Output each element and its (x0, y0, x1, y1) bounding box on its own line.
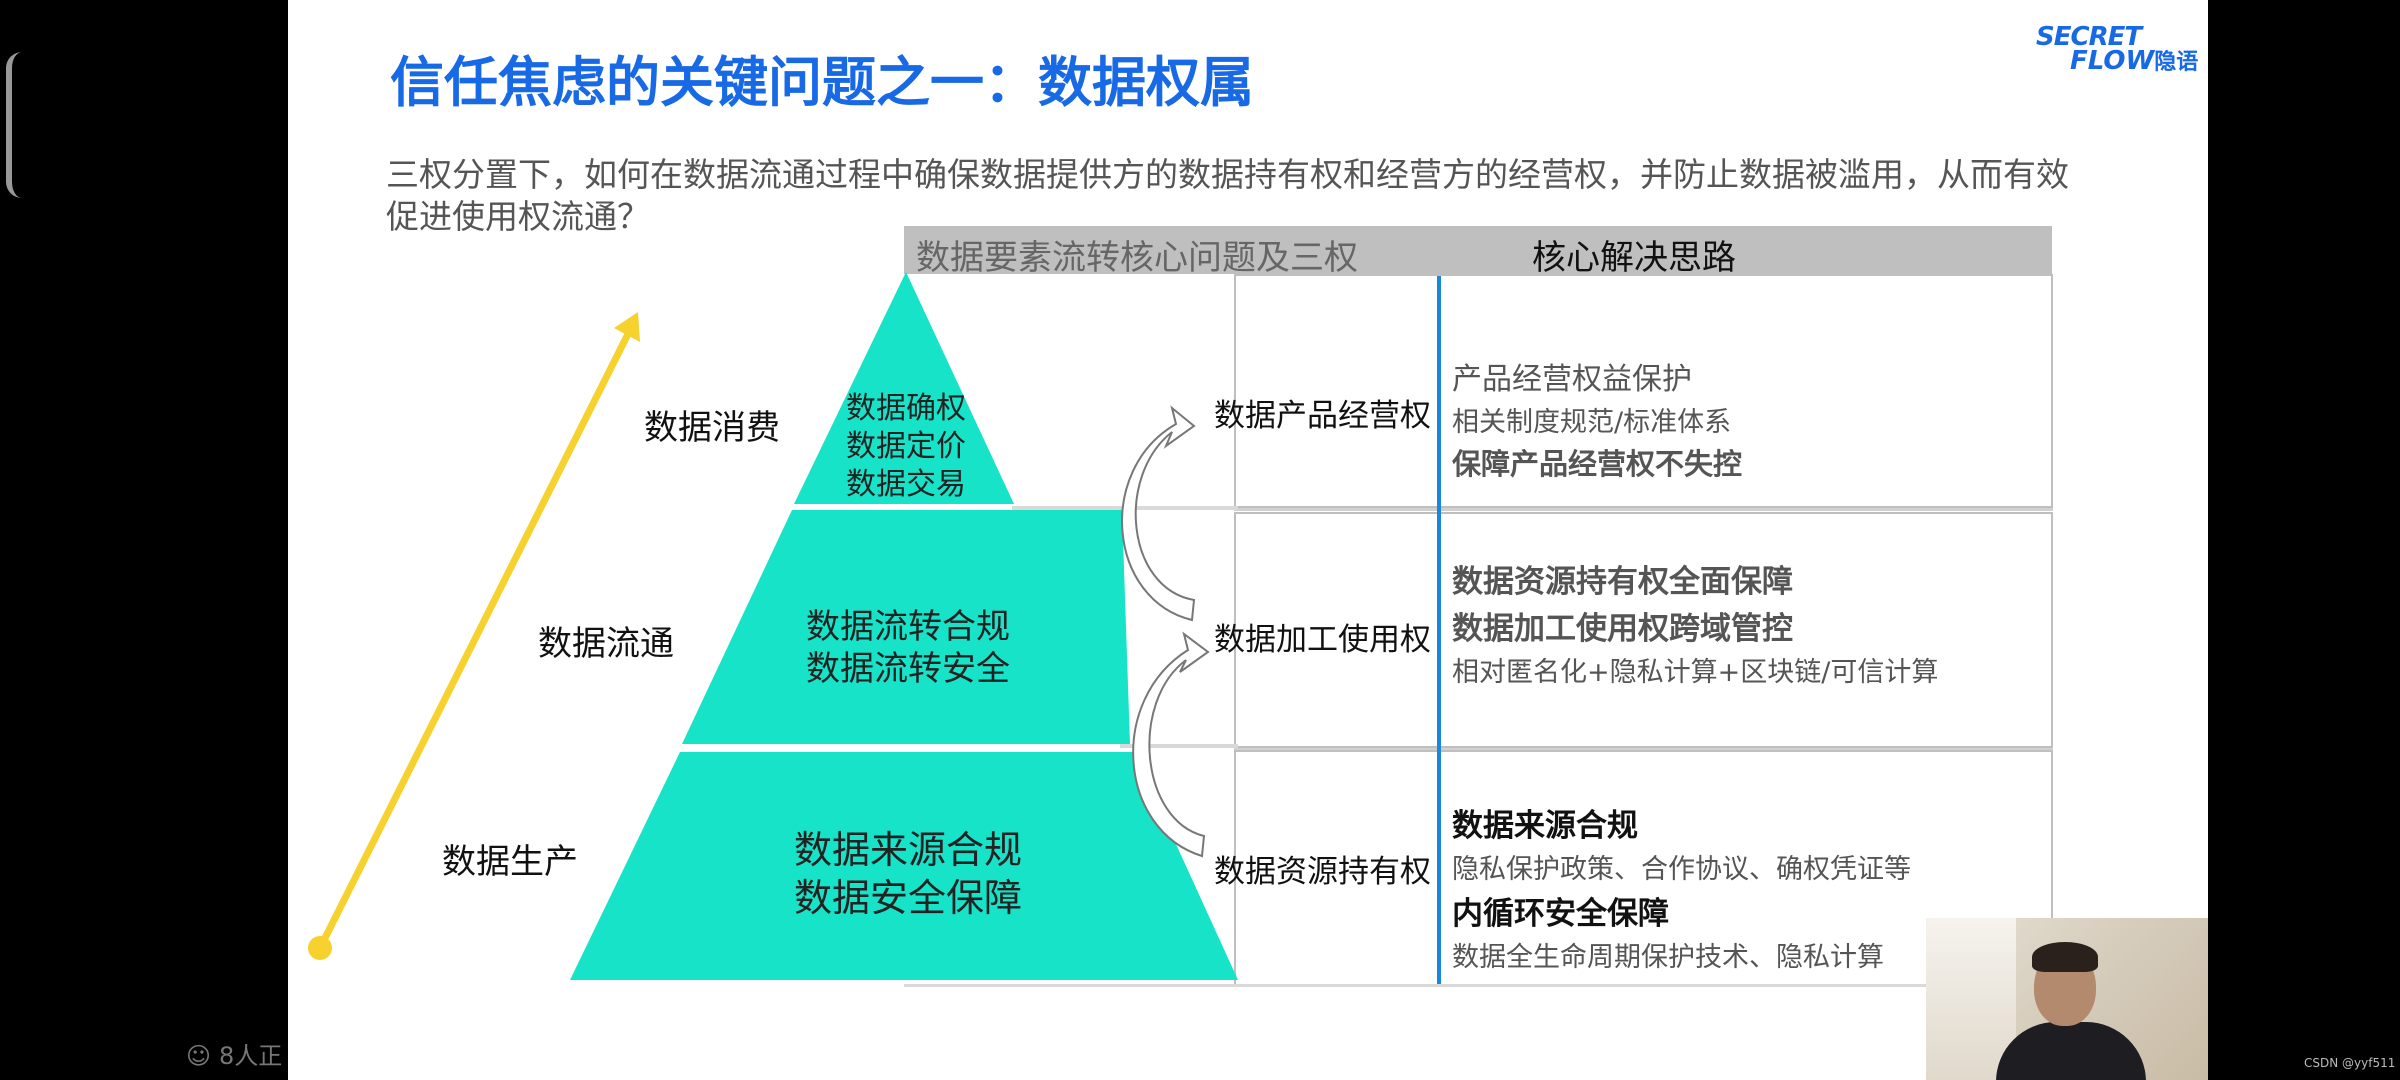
slide-title: 信任焦虑的关键问题之一：数据权属 (390, 51, 1254, 114)
watermark: CSDN @yyf511 (2304, 1056, 2396, 1070)
level-label-consumption: 数据消费 (644, 408, 780, 448)
pyramid-level-bottom (570, 752, 1238, 980)
right-label-processing-use: 数据加工使用权 (1214, 622, 1431, 658)
webcam-person-hair (2032, 942, 2098, 972)
column-divider (1437, 276, 1441, 986)
presentation-slide: 信任焦虑的关键问题之一：数据权属 SECRET FLOW隐语 三权分置下，如何在… (288, 0, 2208, 1080)
pyramid-diagram (308, 272, 1238, 980)
header-right: 核心解决思路 (1532, 238, 1736, 278)
webcam-preview[interactable] (1926, 918, 2208, 1080)
curved-arrow-lower (1132, 631, 1210, 858)
curved-arrow-upper (1121, 405, 1196, 622)
table-bottom-line (904, 984, 2052, 987)
pyramid-level-middle (682, 510, 1130, 744)
pyramid-bottom-text: 数据来源合规 数据安全保障 (793, 828, 1022, 920)
level-label-circulation: 数据流通 (538, 624, 674, 664)
webcam-person-body (1996, 1022, 2146, 1080)
viewer-count: ☺8人正 (186, 1042, 283, 1070)
header-left: 数据要素流转核心问题及三权 (916, 238, 1358, 278)
logo-text-bottom: FLOW隐语 (2070, 46, 2199, 76)
solution-resource-holding: 数据来源合规 隐私保护政策、合作协议、确权凭证等 内循环安全保障 数据全生命周期… (1452, 808, 1911, 973)
pyramid-top-text: 数据确权 数据定价 数据交易 (846, 391, 966, 502)
secretflow-logo: SECRET FLOW隐语 (2036, 22, 2198, 76)
pyramid-middle-text: 数据流转合规 数据流转安全 (806, 607, 1010, 689)
row-box-bottom (1234, 750, 2053, 986)
row-box-top (1234, 274, 2053, 508)
row-separator-middle (1120, 744, 1238, 748)
webcam-background-window (1926, 918, 2016, 1080)
trend-arrow-head (614, 312, 640, 342)
logo-text-top: SECRET (2036, 22, 2142, 52)
trend-arrow-dot (308, 936, 332, 960)
row-box-middle (1234, 512, 2053, 748)
slide-subtitle: 三权分置下，如何在数据流通过程中确保数据提供方的数据持有权和经营方的经营权，并防… (386, 155, 2069, 236)
solution-processing-use: 数据资源持有权全面保障 数据加工使用权跨域管控 相对匿名化+隐私计算+区块链/可… (1452, 564, 1939, 688)
table-header: 数据要素流转核心问题及三权 核心解决思路 (904, 226, 2052, 278)
right-label-product-operation: 数据产品经营权 (1214, 398, 1431, 434)
trend-arrow-line (316, 326, 634, 952)
pyramid-level-top (794, 272, 1014, 504)
people-icon: ☺ (186, 1042, 212, 1070)
solution-product-operation: 产品经营权益保护 相关制度规范/标准体系 保障产品经营权不失控 (1452, 362, 1743, 481)
level-label-production: 数据生产 (442, 842, 578, 882)
right-label-resource-holding: 数据资源持有权 (1214, 854, 1431, 890)
device-edge (6, 52, 22, 198)
